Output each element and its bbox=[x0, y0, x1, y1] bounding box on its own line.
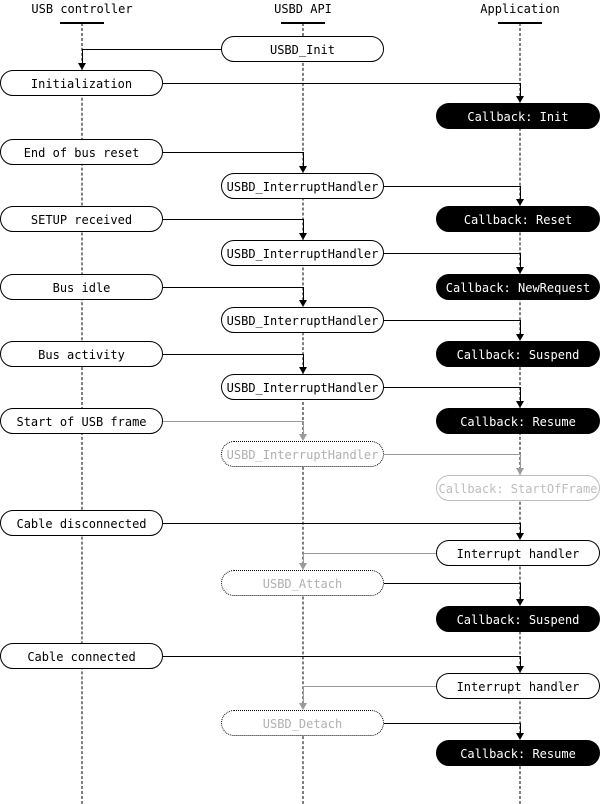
lifeline-usbd-api bbox=[302, 23, 304, 804]
connector-h-10 bbox=[163, 421, 303, 422]
connector-arrow-15 bbox=[516, 666, 524, 673]
connector-h-5 bbox=[384, 253, 520, 254]
node-start-of-usb-frame[interactable]: Start of USB frame bbox=[0, 408, 163, 434]
connector-v-10 bbox=[303, 421, 304, 435]
connector-v-14 bbox=[520, 583, 521, 600]
connector-h-3 bbox=[384, 186, 520, 187]
node-isr-suspend[interactable]: USBD_InterruptHandler bbox=[221, 307, 384, 333]
column-header-application: Application bbox=[480, 2, 560, 16]
connector-arrow-11 bbox=[516, 468, 524, 475]
connector-v-2 bbox=[303, 152, 304, 167]
connector-arrow-16 bbox=[299, 703, 307, 710]
connector-v-15 bbox=[520, 656, 521, 667]
connector-v-9 bbox=[520, 387, 521, 402]
connector-h-14 bbox=[384, 583, 520, 584]
connector-h-8 bbox=[163, 354, 303, 355]
connector-arrow-2 bbox=[299, 166, 307, 173]
connector-h-4 bbox=[163, 219, 303, 220]
connector-v-0 bbox=[82, 49, 83, 64]
connector-arrow-3 bbox=[516, 199, 524, 206]
connector-h-13 bbox=[303, 553, 436, 554]
connector-v-16 bbox=[303, 686, 304, 704]
connector-arrow-7 bbox=[516, 334, 524, 341]
connector-v-8 bbox=[303, 354, 304, 368]
node-callback-init[interactable]: Callback: Init bbox=[436, 103, 600, 129]
connector-arrow-0 bbox=[78, 63, 86, 70]
connector-v-5 bbox=[520, 253, 521, 268]
node-callback-resume-2[interactable]: Callback: Resume bbox=[436, 740, 600, 766]
column-header-usbd-api: USBD API bbox=[274, 2, 332, 16]
connector-h-1 bbox=[163, 83, 520, 84]
node-int-handler-1[interactable]: Interrupt handler bbox=[436, 540, 600, 566]
connector-v-3 bbox=[520, 186, 521, 200]
node-callback-newreq[interactable]: Callback: NewRequest bbox=[436, 274, 600, 300]
node-callback-reset[interactable]: Callback: Reset bbox=[436, 206, 600, 232]
node-usbd-detach[interactable]: USBD_Detach bbox=[221, 710, 384, 736]
node-usbd-init[interactable]: USBD_Init bbox=[221, 36, 384, 62]
connector-arrow-5 bbox=[516, 267, 524, 274]
connector-arrow-8 bbox=[299, 367, 307, 374]
connector-h-16 bbox=[303, 686, 436, 687]
node-isr-reset[interactable]: USBD_InterruptHandler bbox=[221, 173, 384, 199]
node-bus-activity[interactable]: Bus activity bbox=[0, 341, 163, 367]
node-callback-suspend-1[interactable]: Callback: Suspend bbox=[436, 341, 600, 367]
node-callback-sof[interactable]: Callback: StartOfFrame bbox=[436, 475, 600, 501]
connector-v-11 bbox=[520, 454, 521, 469]
connector-arrow-9 bbox=[516, 401, 524, 408]
connector-v-13 bbox=[303, 553, 304, 564]
node-bus-idle[interactable]: Bus idle bbox=[0, 274, 163, 300]
connector-h-6 bbox=[163, 287, 303, 288]
connector-v-17 bbox=[520, 723, 521, 734]
node-cable-disconnected[interactable]: Cable disconnected bbox=[0, 510, 163, 536]
connector-v-12 bbox=[520, 523, 521, 534]
connector-arrow-1 bbox=[516, 96, 524, 103]
node-isr-newrequest[interactable]: USBD_InterruptHandler bbox=[221, 240, 384, 266]
connector-h-9 bbox=[384, 387, 520, 388]
connector-v-1 bbox=[520, 83, 521, 97]
connector-v-4 bbox=[303, 219, 304, 234]
connector-arrow-6 bbox=[299, 300, 307, 307]
connector-h-0 bbox=[82, 49, 221, 50]
node-cable-connected[interactable]: Cable connected bbox=[0, 643, 163, 669]
connector-v-6 bbox=[303, 287, 304, 301]
node-callback-resume-1[interactable]: Callback: Resume bbox=[436, 408, 600, 434]
column-header-usb-controller: USB controller bbox=[31, 2, 133, 16]
connector-h-17 bbox=[384, 723, 520, 724]
node-isr-resume[interactable]: USBD_InterruptHandler bbox=[221, 374, 384, 400]
connector-h-11 bbox=[384, 454, 520, 455]
node-callback-suspend-2[interactable]: Callback: Suspend bbox=[436, 606, 600, 632]
node-usbd-attach[interactable]: USBD_Attach bbox=[221, 570, 384, 596]
connector-arrow-12 bbox=[516, 533, 524, 540]
connector-arrow-4 bbox=[299, 233, 307, 240]
connector-arrow-10 bbox=[299, 434, 307, 441]
connector-arrow-14 bbox=[516, 599, 524, 606]
connector-v-7 bbox=[520, 320, 521, 335]
node-int-handler-2[interactable]: Interrupt handler bbox=[436, 673, 600, 699]
node-isr-sof[interactable]: USBD_InterruptHandler bbox=[221, 441, 384, 467]
connector-arrow-17 bbox=[516, 733, 524, 740]
connector-h-2 bbox=[163, 152, 303, 153]
node-initialization[interactable]: Initialization bbox=[0, 70, 163, 96]
node-end-of-bus-reset[interactable]: End of bus reset bbox=[0, 139, 163, 165]
node-setup-received[interactable]: SETUP received bbox=[0, 206, 163, 232]
connector-arrow-13 bbox=[299, 563, 307, 570]
connector-h-12 bbox=[163, 523, 520, 524]
connector-h-7 bbox=[384, 320, 520, 321]
connector-h-15 bbox=[163, 656, 520, 657]
